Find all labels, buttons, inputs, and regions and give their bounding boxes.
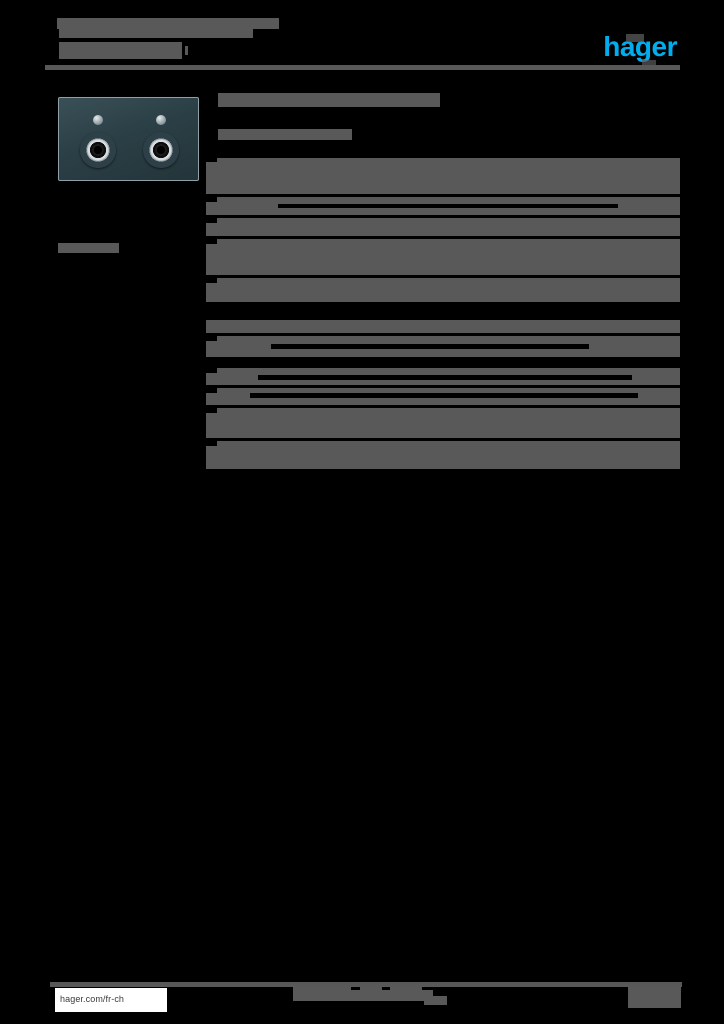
footer-page-badge-redacted (628, 986, 681, 1008)
footer-center-mark-2 (360, 986, 382, 991)
title-accent-mark (185, 46, 188, 55)
screw-icon-left (93, 115, 103, 125)
specifications-table-2 (206, 320, 680, 360)
footer-center-text-redacted (293, 990, 433, 1001)
row-value-gap (250, 393, 638, 398)
footer-center-mark-1 (293, 986, 351, 991)
table-row (206, 408, 680, 438)
title-line-3-redacted (59, 42, 182, 59)
logo-artifact-top (626, 34, 644, 42)
table-row (206, 158, 680, 194)
header-divider (45, 65, 680, 70)
product-image (58, 97, 199, 181)
table-row (206, 388, 680, 405)
table-row (206, 441, 680, 469)
table-row (206, 239, 680, 275)
table-row (206, 368, 680, 385)
coax-connector-right (143, 132, 179, 168)
row-label-notch (206, 388, 217, 393)
footer-center-mark-3 (390, 986, 422, 991)
table-row (206, 320, 680, 333)
row-label-notch (206, 368, 217, 373)
section-heading-redacted (218, 93, 440, 107)
page-header: hager (45, 12, 680, 72)
table-row (206, 336, 680, 357)
footer-url-button[interactable]: hager.com/fr-ch (55, 988, 167, 1012)
row-value-gap (278, 204, 618, 208)
row-value-gap (258, 375, 632, 380)
row-label-notch (206, 218, 217, 223)
row-label-notch (206, 278, 217, 283)
title-line-2-redacted (59, 29, 253, 38)
footer-center-mark-4 (424, 996, 447, 1005)
row-value-gap (271, 344, 589, 349)
row-label-notch (206, 158, 217, 162)
row-label-notch (206, 336, 217, 341)
screw-icon-right (156, 115, 166, 125)
specifications-table-3 (206, 368, 680, 472)
row-label-notch (206, 441, 217, 446)
left-meta-label-redacted (58, 243, 119, 253)
section-subheading-redacted (218, 129, 352, 140)
table-row (206, 278, 680, 302)
coax-connector-left (80, 132, 116, 168)
footer-divider (50, 982, 682, 987)
row-label-notch (206, 408, 217, 413)
table-row (206, 197, 680, 215)
row-label-notch (206, 239, 217, 244)
row-label-notch (206, 197, 217, 202)
logo-artifact-bottom (642, 60, 656, 67)
footer-url-label: hager.com/fr-ch (60, 994, 125, 1004)
specifications-table-1 (206, 158, 680, 305)
table-row (206, 218, 680, 236)
title-line-1-redacted (57, 18, 279, 29)
